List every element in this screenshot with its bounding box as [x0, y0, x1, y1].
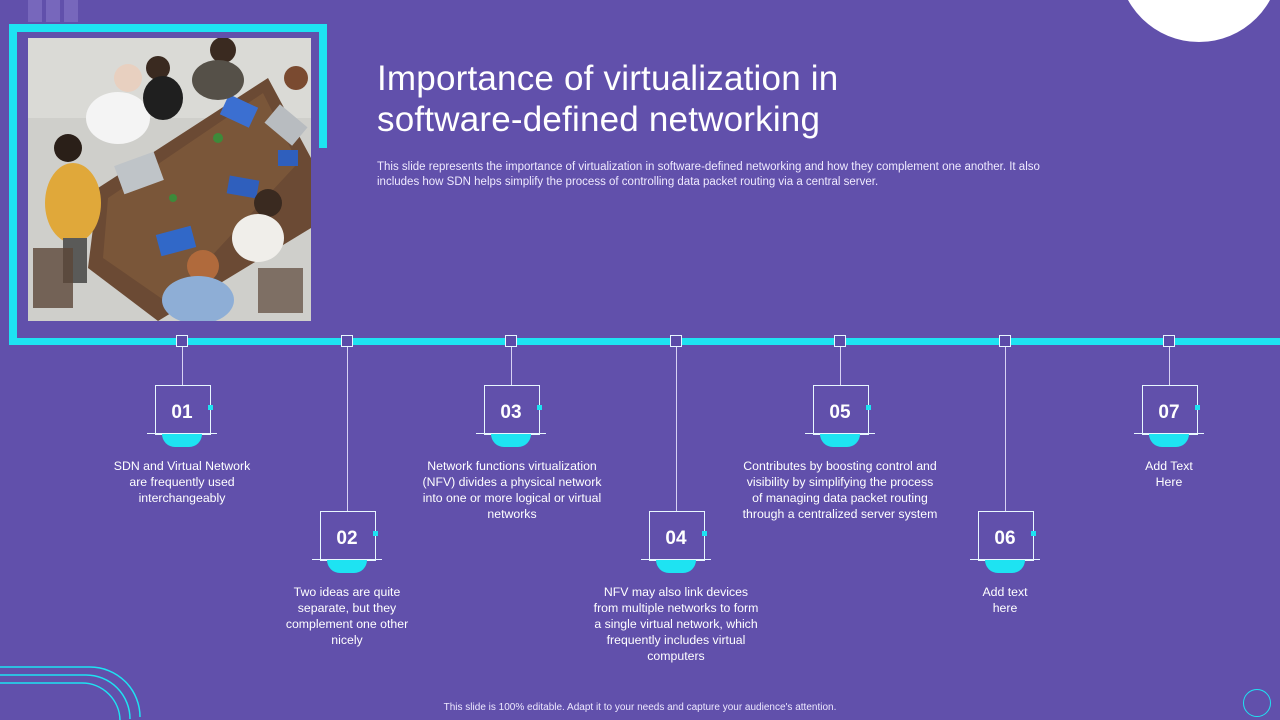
timeline-node — [1163, 335, 1175, 347]
photo-frame-edge — [319, 24, 327, 148]
decor-ring — [1243, 689, 1271, 717]
step-connector — [676, 347, 677, 511]
footer-note: This slide is 100% editable. Adapt it to… — [443, 702, 837, 713]
step-number: 01 — [171, 402, 193, 423]
step-box-dot — [1031, 531, 1036, 536]
step-number: 04 — [665, 528, 687, 549]
timeline-node — [505, 335, 517, 347]
step-text: Two ideas are quite separate, but they c… — [285, 585, 409, 647]
step-box-dot — [1195, 405, 1200, 410]
title-line-2: software-defined networking — [377, 100, 821, 139]
step-base-line — [970, 559, 1040, 560]
page-title: Importance of virtualization in software… — [377, 58, 1017, 140]
decor-stripe — [28, 0, 42, 22]
step-box-dot — [866, 405, 871, 410]
step-text: Add text here — [982, 585, 1028, 615]
step-base-accent — [820, 434, 860, 447]
step-base-accent — [656, 560, 696, 573]
step-text: SDN and Virtual Network are frequently u… — [113, 459, 251, 505]
step-number: 06 — [994, 528, 1016, 549]
slide-description: This slide represents the importance of … — [377, 161, 1040, 188]
step-base-accent — [491, 434, 531, 447]
step-base-line — [805, 433, 875, 434]
decor-circle — [1118, 0, 1280, 42]
step-base-line — [641, 559, 711, 560]
step-box-dot — [702, 531, 707, 536]
timeline-node — [341, 335, 353, 347]
step-number: 02 — [336, 528, 358, 549]
team-meeting-photo — [28, 38, 311, 321]
step-base-accent — [1149, 434, 1189, 447]
step-box-dot — [373, 531, 378, 536]
step-base-accent — [327, 560, 367, 573]
step-connector — [182, 347, 183, 385]
step-connector — [511, 347, 512, 385]
step-text: Add Text Here — [1145, 459, 1193, 489]
step-text: NFV may also link devices from multiple … — [593, 585, 759, 663]
step-base-line — [147, 433, 217, 434]
step-number: 05 — [829, 402, 851, 423]
timeline-node — [670, 335, 682, 347]
timeline-left-bar — [9, 24, 17, 345]
timeline-node — [999, 335, 1011, 347]
step-connector — [347, 347, 348, 511]
title-line-1: Importance of virtualization in — [377, 59, 839, 98]
timeline-node — [176, 335, 188, 347]
timeline-line — [9, 338, 1280, 345]
step-box-dot — [208, 405, 213, 410]
step-connector — [1169, 347, 1170, 385]
decor-stripe — [46, 0, 60, 22]
step-connector — [1005, 347, 1006, 511]
step-base-accent — [162, 434, 202, 447]
step-box-dot — [537, 405, 542, 410]
step-number: 03 — [500, 402, 522, 423]
step-base-accent — [985, 560, 1025, 573]
step-base-line — [312, 559, 382, 560]
step-base-line — [476, 433, 546, 434]
step-connector — [840, 347, 841, 385]
timeline-node — [834, 335, 846, 347]
step-text: Network functions virtualization (NFV) d… — [422, 459, 602, 521]
decor-arcs — [0, 660, 150, 720]
step-base-line — [1134, 433, 1204, 434]
decor-stripe — [64, 0, 78, 22]
step-text: Contributes by boosting control and visi… — [742, 459, 938, 521]
step-number: 07 — [1158, 402, 1180, 423]
